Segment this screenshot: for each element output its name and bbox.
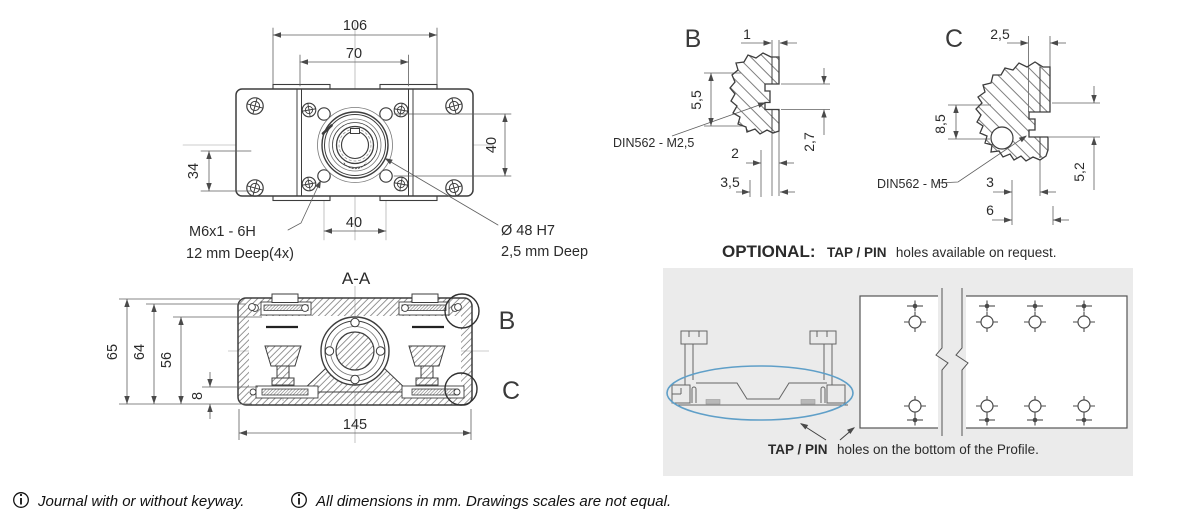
detail-b-title: B [685,25,702,53]
dim-65: 65 [105,344,121,360]
dim-c-left: 8,5 [932,114,948,134]
center-flange [317,107,393,183]
dim-b-top: 1 [743,26,751,42]
dim-64: 64 [132,344,148,360]
dim-outer-width: 106 [343,18,367,34]
dim-b-right: 2,7 [801,132,817,152]
section-view: A-A [105,269,520,443]
detail-b-section-blob [729,52,780,135]
detail-c-title: C [945,25,963,53]
dim-c-mid: 3 [986,174,994,190]
t-nut-right [408,345,446,386]
bore-callout-line1: Ø 48 H7 [501,223,555,239]
m6-holes [317,107,393,183]
bore-callout-line2: 2,5 mm Deep [501,244,588,260]
panel-caption-rest: holes on the bottom of the Profile. [837,442,1039,457]
mount-screws [246,97,463,197]
dim-145: 145 [343,417,367,433]
dim-8: 8 [190,392,206,400]
highlight-ellipse [666,365,854,421]
detail-marker-c: C [502,377,520,405]
detail-marker-b: B [499,307,516,335]
dim-b-mid: 2 [731,145,739,161]
info-icon [291,492,307,508]
detail-b-callout: DIN562 - M2,5 [613,136,694,150]
detail-c-hole [990,126,1014,150]
detail-view-b: B 1 5,5 2,7 2 3,5 DIN562 - M2,5 [613,25,830,197]
top-view: 106 70 40 34 40 M6x1 - 6H 12 mm Deep(4x)… [182,18,588,262]
optional-heading: OPTIONAL: TAP / PIN holes available on r… [722,242,1057,261]
detail-c-section-blob [975,61,1051,162]
optional-heading-rest: holes available on request. [896,245,1057,260]
drilled-plate [859,288,1128,436]
detail-circle-c [444,372,478,406]
profile-cross-section [671,330,848,406]
section-dimensions [119,298,472,440]
note-dimensions: All dimensions in mm. Drawings scales ar… [315,493,671,510]
top-rail-right [398,293,459,316]
footer-notes: Journal with or without keyway. All dime… [13,492,671,510]
optional-heading-label: OPTIONAL: [722,242,816,261]
dim-c-right: 5,2 [1071,162,1087,182]
detail-circle-b [444,293,480,329]
panel-caption: TAP / PIN holes on the bottom of the Pro… [768,441,1039,458]
panel-caption-bold: TAP / PIN [768,442,828,457]
dim-left-height: 34 [186,163,202,179]
section-title: A-A [342,269,371,288]
dim-b-left: 5,5 [688,90,704,110]
dim-hole-pitch: 40 [346,215,362,231]
thread-callout-line2: 12 mm Deep(4x) [186,246,294,262]
dim-b-bottom: 3,5 [720,174,740,190]
top-view-dimensions [200,27,512,232]
optional-heading-bold: TAP / PIN [827,245,887,260]
dim-c-bottom: 6 [986,202,994,218]
bottom-channel-right [401,385,465,399]
plate-divisions [296,88,414,197]
t-nut-left [264,345,302,386]
dim-inner-width: 70 [346,46,362,62]
info-icon [13,492,29,508]
thread-callout-line1: M6x1 - 6H [189,224,256,240]
dim-56: 56 [159,352,175,368]
note-journal: Journal with or without keyway. [37,493,244,510]
detail-view-c: C 2,5 8,5 5,2 3 6 DIN562 - M5 [877,25,1100,225]
optional-panel: OPTIONAL: TAP / PIN holes available on r… [663,242,1133,476]
dim-right-height: 40 [484,137,500,153]
bottom-channel-left [249,385,319,399]
section-flange [320,316,390,386]
detail-c-callout: DIN562 - M5 [877,177,948,191]
dim-c-top: 2,5 [990,26,1010,42]
